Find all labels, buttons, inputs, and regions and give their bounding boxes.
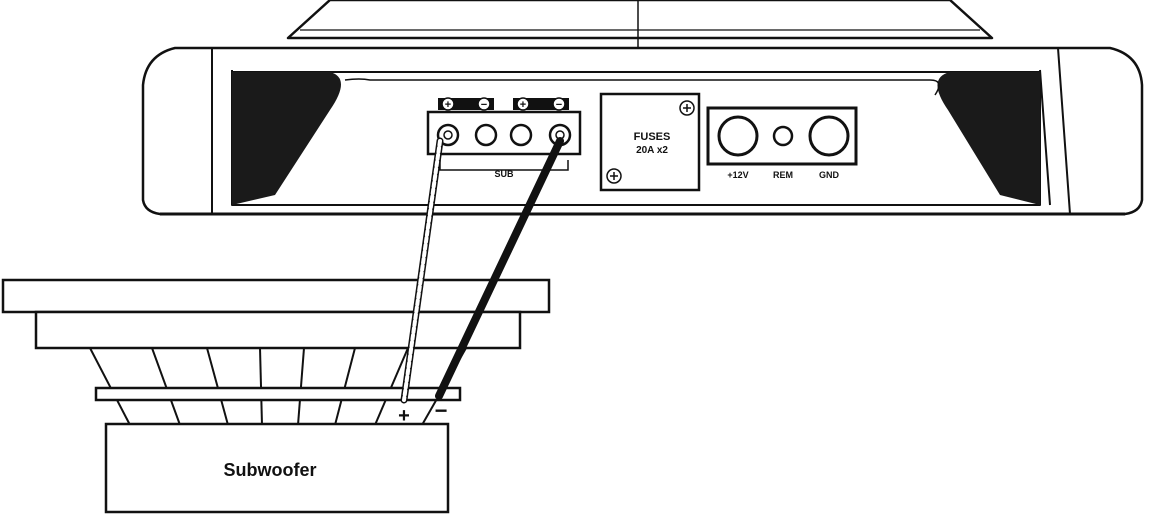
power-12v-label: +12V bbox=[727, 170, 748, 180]
subwoofer-frame bbox=[1, 278, 551, 314]
speaker-wires bbox=[400, 137, 564, 404]
terminal-screw-2 bbox=[474, 123, 498, 147]
power-gnd-label: GND bbox=[819, 170, 840, 180]
sub-terminals-label: SUB bbox=[494, 169, 514, 179]
fuses-title: FUSES bbox=[634, 131, 671, 143]
power-rem-terminal bbox=[772, 125, 794, 147]
amplifier-right-cap bbox=[1039, 47, 1071, 215]
fuses-rating: 20A x2 bbox=[636, 145, 668, 156]
amp-minus-label-2: − bbox=[556, 99, 562, 111]
terminal-screw-3 bbox=[509, 123, 533, 147]
power-rem-label: REM bbox=[773, 170, 793, 180]
subwoofer-magnet bbox=[104, 422, 450, 514]
plus-icon bbox=[441, 97, 455, 111]
minus-icon bbox=[477, 97, 491, 111]
subwoofer: Subwoofer + − bbox=[1, 278, 551, 514]
subwoofer-coil-plate bbox=[94, 386, 462, 402]
negative-wire bbox=[435, 137, 564, 400]
fuse-block: FUSES 20A x2 bbox=[599, 92, 701, 192]
power-gnd-terminal bbox=[808, 115, 850, 157]
amp-plus-label-1: + bbox=[445, 99, 451, 111]
sub-plus-label: + bbox=[398, 405, 410, 427]
power-terminal-block: +12V REM GND bbox=[706, 106, 858, 180]
minus-icon bbox=[552, 97, 566, 111]
plus-icon bbox=[516, 97, 530, 111]
sub-minus-label: − bbox=[435, 398, 448, 423]
amplifier-top bbox=[286, 0, 994, 40]
subwoofer-label: Subwoofer bbox=[224, 460, 317, 480]
amp-minus-label-1: − bbox=[481, 99, 487, 111]
subwoofer-gasket bbox=[34, 310, 522, 350]
amp-plus-label-2: + bbox=[520, 99, 526, 111]
power-12v-terminal bbox=[717, 115, 759, 157]
